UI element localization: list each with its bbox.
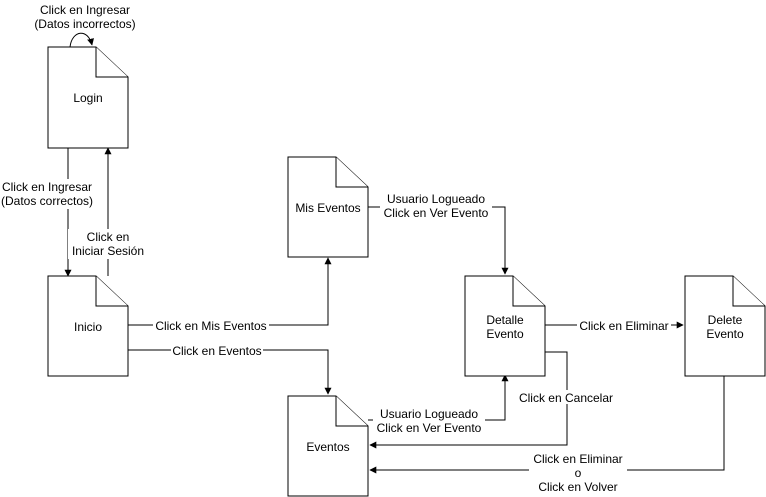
node-mis-eventos: Mis Eventos xyxy=(287,156,369,258)
svg-text:Usuario Logueado: Usuario Logueado xyxy=(387,192,485,206)
svg-text:Iniciar Sesión: Iniciar Sesión xyxy=(72,244,144,258)
edge-delete-to-eventos xyxy=(369,376,725,474)
svg-text:Click en Eventos: Click en Eventos xyxy=(172,344,261,358)
svg-text:(Datos correctos): (Datos correctos) xyxy=(1,194,93,208)
edge-label-detalle-to-eventos: Click en Cancelar xyxy=(516,390,616,405)
svg-text:Click en Ingresar: Click en Ingresar xyxy=(2,180,92,194)
node-delete-evento: Delete Evento xyxy=(684,275,766,377)
svg-text:o: o xyxy=(575,466,582,480)
node-eventos-label: Eventos xyxy=(306,440,349,454)
svg-text:Click en Eliminar: Click en Eliminar xyxy=(533,452,622,466)
node-eventos: Eventos xyxy=(287,395,369,497)
node-detalle-evento: Detalle Evento xyxy=(464,275,546,377)
edge-inicio-to-mis-eventos xyxy=(128,257,332,326)
edge-label-detalle-to-delete: Click en Eliminar xyxy=(577,318,671,333)
edge-label-delete-to-eventos: Click en Eliminar o Click en Volver xyxy=(529,451,627,495)
node-login: Login xyxy=(47,46,129,149)
node-login-label: Login xyxy=(73,91,102,105)
edge-label-inicio-to-login: Click en Iniciar Sesión xyxy=(68,229,150,259)
svg-text:Click en Eliminar: Click en Eliminar xyxy=(579,319,668,333)
svg-text:Click en Cancelar: Click en Cancelar xyxy=(519,391,613,405)
svg-text:Click en Ingresar: Click en Ingresar xyxy=(40,3,130,17)
svg-text:Usuario Logueado: Usuario Logueado xyxy=(380,407,478,421)
edge-login-self xyxy=(69,32,94,48)
node-mis-eventos-label: Mis Eventos xyxy=(295,201,360,215)
node-inicio-label: Inicio xyxy=(74,320,102,334)
svg-text:Click en: Click en xyxy=(87,230,130,244)
edge-label-inicio-to-mis-eventos: Click en Mis Eventos xyxy=(153,318,269,333)
svg-text:Click en Mis Eventos: Click en Mis Eventos xyxy=(155,319,266,333)
edge-label-eventos-to-detalle: Usuario Logueado Click en Ver Evento xyxy=(373,406,485,436)
node-delete-evento-label-2: Evento xyxy=(706,327,744,341)
edge-label-mis-eventos-to-detalle: Usuario Logueado Click en Ver Evento xyxy=(380,191,492,221)
node-detalle-evento-label-1: Detalle xyxy=(486,313,524,327)
edge-label-inicio-to-eventos: Click en Eventos xyxy=(171,343,263,358)
svg-text:Click en Ver Evento: Click en Ver Evento xyxy=(377,421,482,435)
node-detalle-evento-label-2: Evento xyxy=(486,327,524,341)
edge-label-login-to-inicio: Click en Ingresar (Datos correctos) xyxy=(0,179,96,209)
edge-label-login-self: Click en Ingresar (Datos incorrectos) xyxy=(34,3,135,31)
svg-text:(Datos incorrectos): (Datos incorrectos) xyxy=(34,17,135,31)
node-delete-evento-label-1: Delete xyxy=(708,313,743,327)
svg-text:Click en Ver Evento: Click en Ver Evento xyxy=(384,206,489,220)
node-inicio: Inicio xyxy=(47,275,129,377)
svg-text:Click en Volver: Click en Volver xyxy=(538,480,617,494)
